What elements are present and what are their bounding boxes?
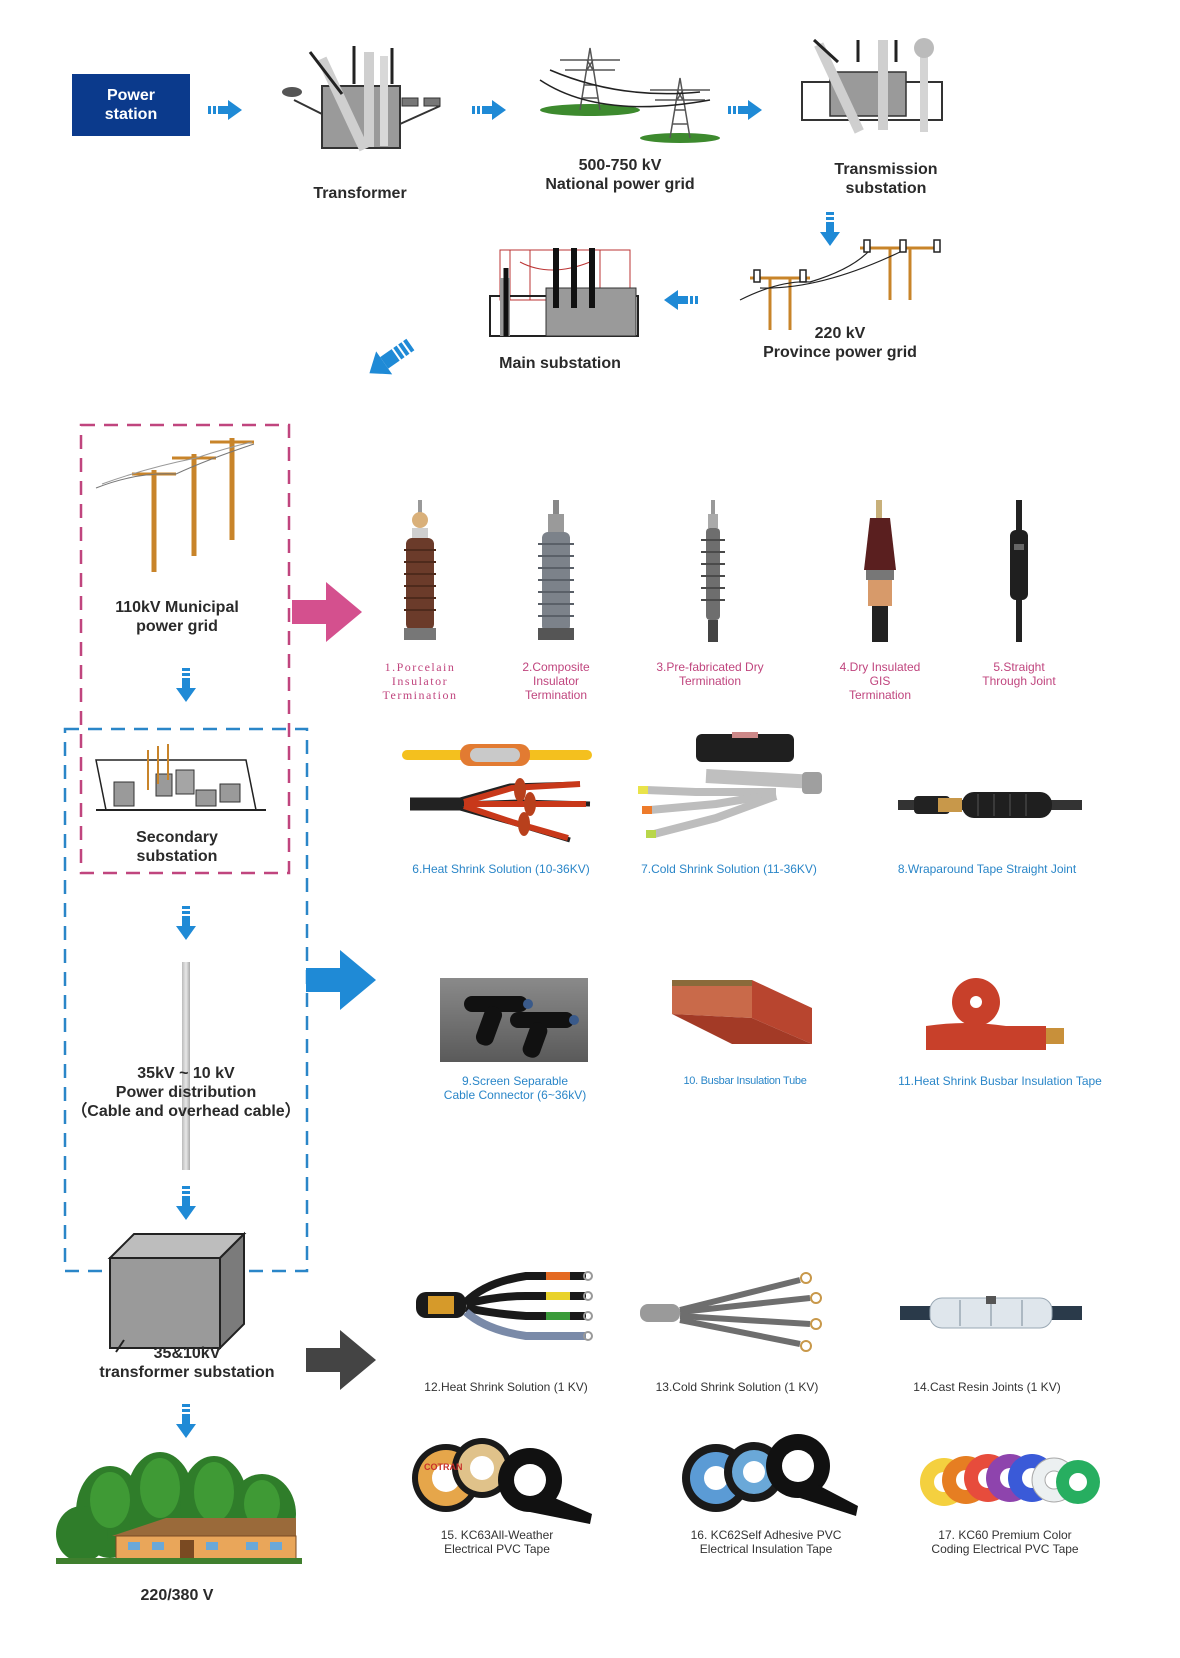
national-grid-label: 500-750 kV National power grid	[545, 157, 695, 193]
product-13-caption: 13.Cold Shrink Solution (1 KV)	[655, 1380, 819, 1394]
province-grid-label: 220 kV Province power grid	[763, 325, 917, 361]
final-voltage-label: 220/380 V	[140, 1587, 214, 1604]
product-2-caption: 2.Composite Insulator Termination	[522, 660, 590, 702]
product-6-caption: 6.Heat Shrink Solution (10-36KV)	[412, 862, 590, 876]
arrow-left-icon	[664, 290, 698, 310]
heat-shrink-1kv-image	[416, 1271, 593, 1341]
house-icon	[56, 1452, 302, 1564]
cold-shrink-11-36kv-image	[638, 732, 822, 838]
transformer-substation-label: 35&10kV transformer substation	[99, 1345, 275, 1381]
product-8-caption: 8.Wraparound Tape Straight Joint	[897, 862, 1077, 876]
main-substation-label: Main substation	[499, 355, 621, 372]
arrow-down-icon	[176, 1404, 196, 1438]
pvc-tape-kc60-image	[920, 1454, 1100, 1506]
product-7-caption: 7.Cold Shrink Solution (11-36KV)	[641, 862, 817, 876]
dry-termination-image	[701, 500, 725, 642]
municipal-grid-label: 110kV Municipal power grid	[115, 599, 239, 635]
pvc-tape-kc63-image: COTRAN	[412, 1438, 592, 1524]
porcelain-termination-image	[404, 500, 436, 640]
product-16-caption: 16. KC62Self Adhesive PVC Electrical Ins…	[690, 1528, 842, 1556]
secondary-substation-label: Secondary substation	[136, 829, 218, 865]
heat-shrink-10-36kv-image	[402, 744, 592, 843]
arrow-right-pink-icon	[292, 582, 362, 642]
composite-termination-image	[538, 500, 574, 640]
arrow-right-blue-icon	[306, 950, 376, 1010]
secondary-substation-icon	[95, 744, 266, 811]
pvc-tape-kc62-image	[682, 1434, 858, 1516]
arrow-right-dark-icon	[306, 1330, 376, 1390]
arrow-down-icon	[176, 906, 196, 940]
arrow-down-icon	[820, 212, 840, 246]
transformer-box-icon	[107, 1231, 247, 1353]
product-14-caption: 14.Cast Resin Joints (1 KV)	[913, 1380, 1061, 1394]
municipal-pole-icon	[95, 438, 255, 572]
transmission-substation-label: Transmission substation	[834, 161, 938, 197]
tape-brand-text: COTRAN	[424, 1462, 463, 1472]
arrow-right-icon	[728, 100, 762, 120]
product-11-caption: 11.Heat Shrink Busbar Insulation Tape	[898, 1074, 1102, 1088]
transformer-icon	[282, 46, 441, 152]
product-9-caption: 9.Screen Separable Cable Connector (6~36…	[443, 1074, 587, 1102]
product-10-caption: 10. Busbar Insulation Tube	[683, 1075, 807, 1087]
distribution-label: 35kV ~ 10 kV Power distribution （Cable a…	[71, 1065, 301, 1120]
busbar-tube-image	[672, 980, 812, 1044]
arrow-right-icon	[208, 100, 242, 120]
product-3-caption: 3.Pre-fabricated Dry Termination	[656, 660, 764, 688]
arrow-down-icon	[176, 1186, 196, 1220]
product-5-caption: 5.Straight Through Joint	[982, 660, 1056, 688]
power-station-box: Power station	[72, 74, 190, 136]
arrow-down-left-icon	[369, 338, 415, 375]
arrow-right-icon	[472, 100, 506, 120]
product-17-caption: 17. KC60 Premium Color Coding Electrical…	[931, 1528, 1079, 1556]
municipal-grid-frame	[79, 423, 291, 875]
wraparound-joint-image	[898, 792, 1082, 818]
main-substation-icon	[489, 248, 639, 337]
product-15-caption: 15. KC63All-Weather Electrical PVC Tape	[440, 1528, 554, 1556]
arrow-down-icon	[176, 668, 196, 702]
substation-icon	[801, 38, 943, 134]
busbar-tape-image	[926, 978, 1064, 1050]
product-4-caption: 4.Dry Insulated GIS Termination	[839, 660, 921, 702]
product-12-caption: 12.Heat Shrink Solution (1 KV)	[424, 1380, 588, 1394]
cast-resin-joint-image	[900, 1296, 1082, 1329]
product-1-caption: 1.Porcelain Insulator Termination	[382, 660, 458, 702]
separable-connector-image	[440, 978, 588, 1062]
cold-shrink-1kv-image	[640, 1272, 822, 1352]
power-pole-icon	[739, 239, 941, 330]
cable-bar	[182, 962, 190, 1170]
transformer-label: Transformer	[313, 185, 407, 202]
transmission-tower-icon	[539, 47, 720, 143]
gis-termination-image	[864, 500, 896, 642]
straight-joint-image	[1010, 500, 1028, 642]
